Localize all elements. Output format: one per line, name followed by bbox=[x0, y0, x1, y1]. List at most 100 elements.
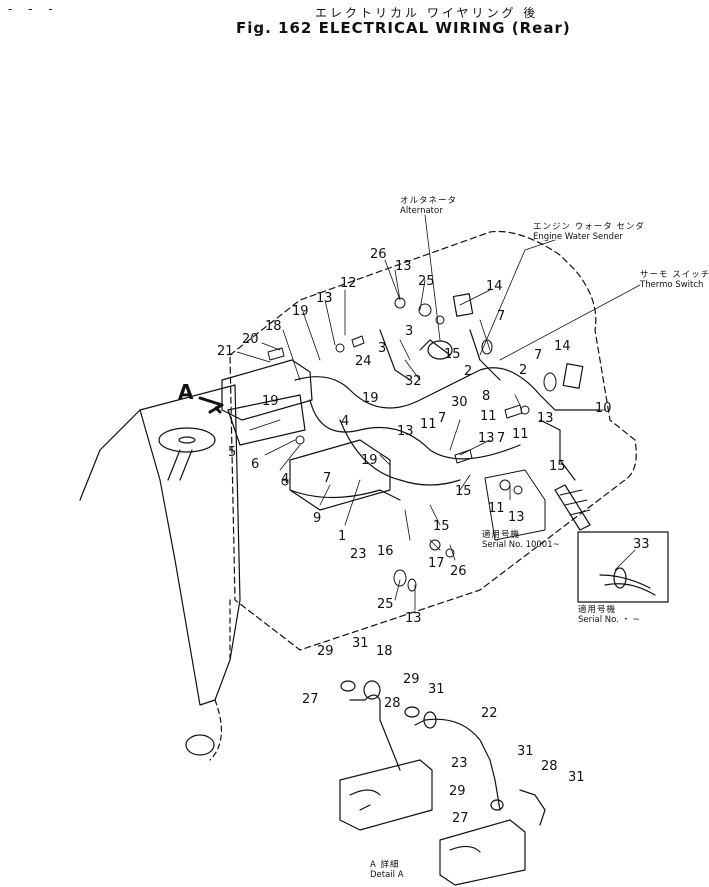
callout-31: 31 bbox=[517, 744, 534, 759]
hood-outline bbox=[229, 230, 637, 651]
callout-7: 7 bbox=[323, 471, 332, 486]
serial-box-2 bbox=[577, 531, 669, 603]
callout-13: 13 bbox=[478, 431, 495, 446]
battery-box-top bbox=[221, 359, 313, 421]
rear-panel bbox=[139, 384, 241, 706]
callout-28: 28 bbox=[384, 696, 401, 711]
callout-22: 22 bbox=[481, 706, 498, 721]
callout-7: 7 bbox=[438, 411, 447, 426]
callout-2: 2 bbox=[464, 364, 473, 379]
callout-15: 15 bbox=[444, 347, 461, 362]
detail-a-drawing bbox=[339, 680, 546, 886]
callout-11: 11 bbox=[512, 427, 529, 442]
callout-31: 31 bbox=[352, 636, 369, 651]
fuel-tank bbox=[289, 439, 391, 511]
callout-20: 20 bbox=[242, 332, 259, 347]
title-japanese: エレクトリカル ワイヤリング 後 bbox=[315, 6, 539, 20]
callout-25: 25 bbox=[377, 597, 394, 612]
callout-19: 19 bbox=[362, 391, 379, 406]
callout-23: 23 bbox=[451, 756, 468, 771]
view-a-arrow bbox=[198, 396, 224, 414]
callout-8: 8 bbox=[482, 389, 491, 404]
wiring-harness bbox=[289, 329, 601, 501]
callout-13: 13 bbox=[537, 411, 554, 426]
callout-13: 13 bbox=[405, 611, 422, 626]
callout-18: 18 bbox=[376, 644, 393, 659]
battery-left bbox=[339, 759, 433, 831]
callout-4: 4 bbox=[281, 472, 290, 487]
relay-14 bbox=[452, 293, 474, 317]
callout-2: 2 bbox=[519, 363, 528, 378]
callout-11: 11 bbox=[480, 409, 497, 424]
detail-a-cables bbox=[349, 694, 546, 826]
callout-15: 15 bbox=[455, 484, 472, 499]
small-parts bbox=[267, 297, 557, 592]
figure-title: Fig. 162 ELECTRICAL WIRING (Rear) bbox=[236, 19, 571, 37]
alternator bbox=[427, 340, 453, 360]
callout-12: 12 bbox=[340, 276, 357, 291]
callout-23: 23 bbox=[350, 547, 367, 562]
callout-27: 27 bbox=[452, 811, 469, 826]
left-edge bbox=[79, 409, 141, 501]
callout-14: 14 bbox=[554, 339, 571, 354]
callout-17: 17 bbox=[428, 556, 445, 571]
callout-9: 9 bbox=[313, 511, 322, 526]
callout-1: 1 bbox=[338, 529, 347, 544]
callout-10: 10 bbox=[595, 401, 612, 416]
callout-29: 29 bbox=[449, 784, 466, 799]
callout-13: 13 bbox=[395, 259, 412, 274]
header-dashes: - - - bbox=[8, 2, 59, 16]
callout-6: 6 bbox=[251, 457, 260, 472]
callout-26: 26 bbox=[370, 247, 387, 262]
callout-5: 5 bbox=[228, 445, 237, 460]
thermo-switch bbox=[562, 363, 584, 389]
callout-29: 29 bbox=[403, 672, 420, 687]
battery-right bbox=[439, 819, 526, 886]
frame-lower bbox=[209, 599, 231, 761]
callout-13: 13 bbox=[508, 510, 525, 525]
serial-box-1 bbox=[484, 469, 546, 541]
callout-31: 31 bbox=[428, 682, 445, 697]
callout-32: 32 bbox=[405, 374, 422, 389]
callout-19: 19 bbox=[262, 394, 279, 409]
callout-19: 19 bbox=[292, 304, 309, 319]
callout-14: 14 bbox=[486, 279, 503, 294]
callout-4: 4 bbox=[341, 414, 350, 429]
callout-11: 11 bbox=[420, 417, 437, 432]
callout-19: 19 bbox=[361, 453, 378, 468]
callout-21: 21 bbox=[217, 344, 234, 359]
callout-30: 30 bbox=[451, 395, 468, 410]
callout-13: 13 bbox=[316, 291, 333, 306]
callout-11: 11 bbox=[488, 501, 505, 516]
battery-box bbox=[227, 394, 306, 446]
callout-18: 18 bbox=[265, 319, 282, 334]
callout-7: 7 bbox=[497, 431, 506, 446]
callout-29: 29 bbox=[317, 644, 334, 659]
steering-wheel bbox=[158, 427, 216, 453]
callout-28: 28 bbox=[541, 759, 558, 774]
callout-31: 31 bbox=[568, 770, 585, 785]
callout-15: 15 bbox=[433, 519, 450, 534]
leader-lines bbox=[236, 214, 641, 611]
callout-26: 26 bbox=[450, 564, 467, 579]
label-view-a: A bbox=[178, 380, 194, 404]
bottom-left-fitting bbox=[185, 734, 215, 756]
callout-16: 16 bbox=[377, 544, 394, 559]
callout-15: 15 bbox=[549, 459, 566, 474]
callout-33: 33 bbox=[633, 537, 650, 552]
callout-25: 25 bbox=[418, 274, 435, 289]
callout-27: 27 bbox=[302, 692, 319, 707]
callout-24: 24 bbox=[355, 354, 372, 369]
callout-7: 7 bbox=[534, 348, 543, 363]
callout-3: 3 bbox=[405, 324, 414, 339]
callout-7: 7 bbox=[497, 309, 506, 324]
callout-3: 3 bbox=[378, 341, 387, 356]
callout-13: 13 bbox=[397, 424, 414, 439]
